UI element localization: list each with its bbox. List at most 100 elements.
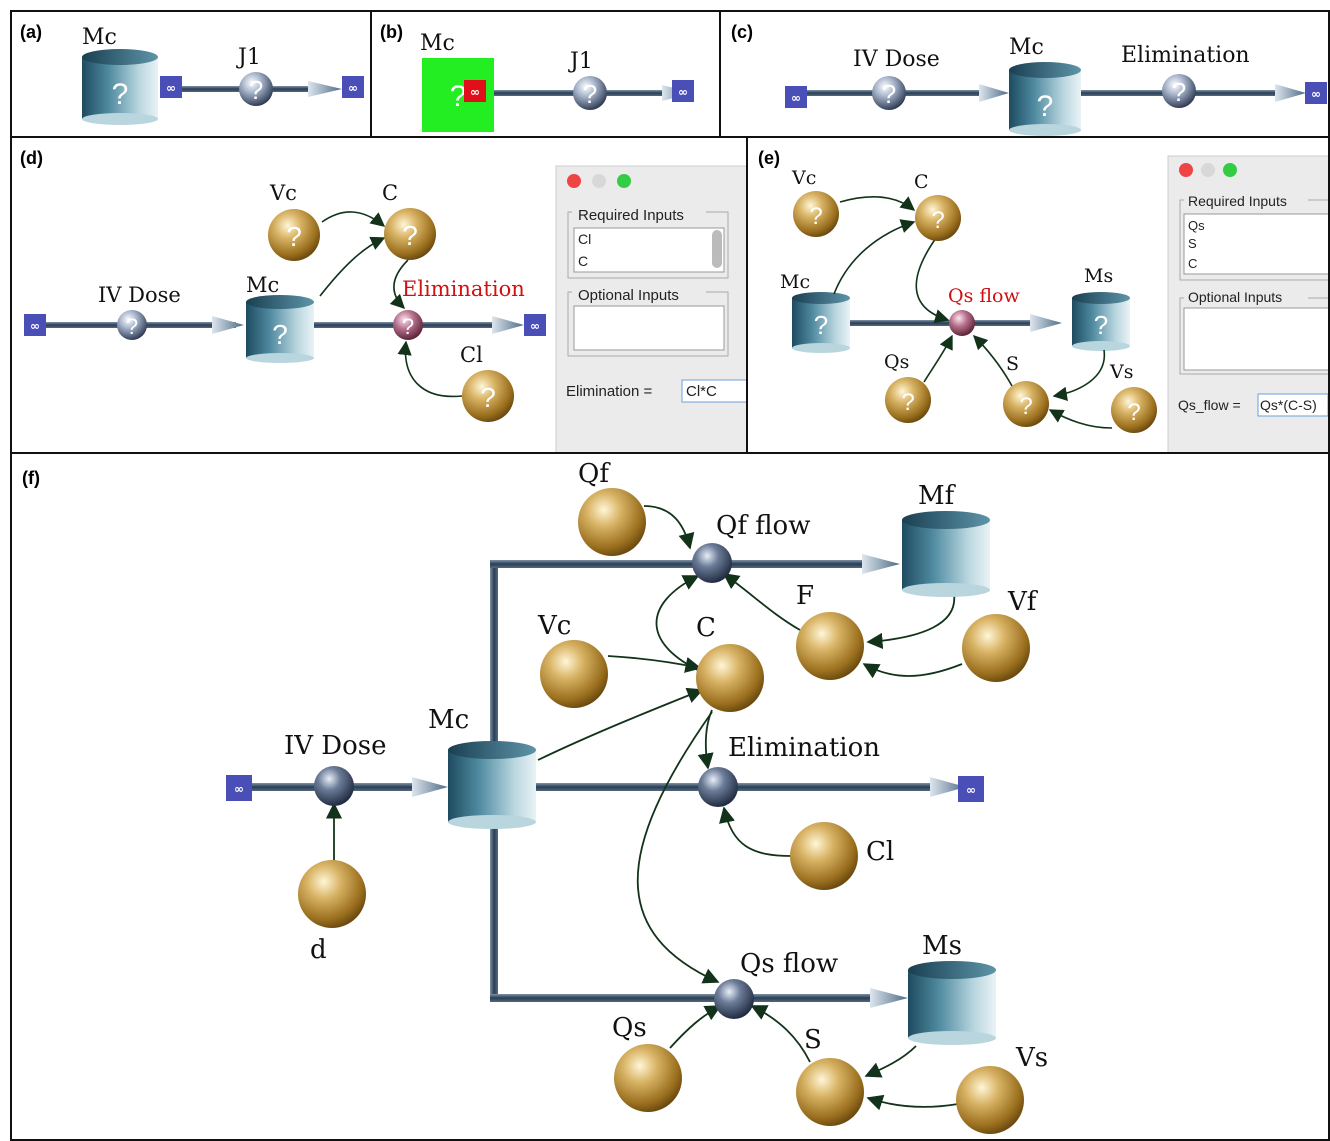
variable-sphere-icon[interactable] — [796, 612, 864, 680]
equation-value: Qs*(C-S) — [1260, 397, 1317, 413]
maximize-dot-icon[interactable] — [1223, 163, 1237, 177]
compartment-cylinder-icon[interactable]: ? — [246, 295, 314, 363]
variable-sphere-icon[interactable] — [915, 195, 961, 241]
close-dot-icon[interactable] — [1179, 163, 1193, 177]
infinity-symbol: ∞ — [234, 782, 244, 796]
flow-node-sphere-icon[interactable] — [239, 72, 273, 106]
variable-sphere-icon[interactable] — [298, 860, 366, 928]
c-label: C — [382, 181, 398, 205]
d-label: d — [310, 935, 327, 965]
link-arrow — [321, 211, 386, 227]
flow-arrowhead — [1275, 84, 1306, 102]
infinity-sink-icon[interactable] — [342, 76, 364, 98]
maximize-dot-icon[interactable] — [617, 174, 631, 188]
compartment-cylinder-icon[interactable]: ? — [792, 292, 850, 353]
ms-label: Ms — [1084, 265, 1113, 287]
infinity-sink-icon[interactable] — [672, 80, 694, 102]
flow-node-sphere-icon[interactable] — [393, 310, 423, 340]
c-label: C — [696, 613, 716, 643]
infinity-sink-icon[interactable] — [1305, 82, 1327, 104]
compartment-cylinder-icon[interactable]: ? — [82, 49, 158, 125]
compartment-cylinder-icon[interactable]: ? — [1072, 292, 1130, 351]
compartment-cylinder-icon[interactable] — [908, 961, 996, 1045]
link-arrow — [866, 593, 956, 649]
panel-e-diagram: (e) Mc ? Ms ? Vc ? C ? Qs flow — [758, 148, 1330, 452]
variable-sphere-icon[interactable] — [793, 191, 839, 237]
question-mark: ? — [814, 310, 828, 340]
flow-arrowhead — [1030, 314, 1062, 332]
scrollbar-thumb[interactable] — [712, 230, 722, 268]
equation-value: Cl*C — [686, 383, 717, 400]
link-arrow — [389, 259, 409, 310]
panel-e: (e) Mc ? Ms ? Vc ? C ? Qs flow — [746, 136, 1330, 454]
vc-label: Vc — [269, 181, 297, 205]
link-arrow — [669, 1005, 722, 1049]
flow-node-sphere-icon[interactable] — [314, 766, 354, 806]
minimize-dot-icon[interactable] — [1201, 163, 1215, 177]
optional-inputs-list[interactable] — [1183, 307, 1330, 371]
iv-dose-label: IV Dose — [853, 47, 940, 72]
s-label: S — [804, 1025, 822, 1055]
flow-node-sphere-icon[interactable] — [117, 310, 147, 340]
variable-sphere-icon[interactable] — [268, 209, 320, 261]
question-mark: ? — [583, 79, 597, 109]
flow-node-sphere-icon[interactable] — [692, 543, 732, 583]
variable-sphere-icon[interactable] — [962, 614, 1030, 682]
link-arrow — [864, 1045, 917, 1078]
flow-node-sphere-icon[interactable] — [872, 76, 906, 110]
question-mark: ? — [402, 314, 414, 339]
close-dot-icon[interactable] — [567, 174, 581, 188]
compartment-cylinder-icon[interactable] — [902, 511, 990, 597]
variable-sphere-icon[interactable] — [578, 488, 646, 556]
required-inputs-list[interactable] — [573, 227, 725, 273]
variable-sphere-icon[interactable] — [540, 640, 608, 708]
flow-node-sphere-icon[interactable] — [714, 979, 754, 1019]
required-inputs-list[interactable] — [1183, 213, 1330, 275]
variable-sphere-icon[interactable] — [614, 1044, 682, 1112]
infinity-sink-icon[interactable] — [24, 314, 46, 336]
optional-inputs-list[interactable] — [573, 305, 725, 351]
cl-label: Cl — [866, 837, 894, 867]
s-label: S — [1006, 353, 1019, 375]
infinity-sink-icon[interactable] — [524, 314, 546, 336]
c-label: C — [914, 171, 929, 193]
question-mark: ? — [901, 389, 914, 416]
variable-sphere-icon[interactable] — [1111, 387, 1157, 433]
selected-infinity-icon[interactable] — [464, 80, 486, 102]
question-mark: ? — [1172, 77, 1186, 107]
variable-sphere-icon[interactable] — [384, 208, 436, 260]
link-arrow — [862, 663, 963, 679]
variable-sphere-icon[interactable] — [1003, 381, 1049, 427]
infinity-symbol: ∞ — [348, 81, 358, 95]
infinity-sink-icon[interactable] — [226, 775, 252, 801]
required-item[interactable]: Qs — [1188, 218, 1205, 233]
required-item[interactable]: C — [1188, 256, 1197, 271]
equation-input[interactable] — [681, 379, 748, 403]
variable-sphere-icon[interactable] — [462, 370, 514, 422]
mc-label: Mc — [1009, 35, 1044, 60]
infinity-sink-icon[interactable] — [160, 76, 182, 98]
infinity-sink-icon[interactable] — [785, 86, 807, 108]
variable-sphere-icon[interactable] — [796, 1058, 864, 1126]
infinity-sink-icon[interactable] — [958, 776, 984, 802]
question-mark: ? — [450, 80, 467, 113]
f-label: F — [796, 581, 814, 611]
flow-node-sphere-icon[interactable] — [573, 76, 607, 110]
compartment-cylinder-icon[interactable] — [448, 741, 536, 829]
flow-node-sphere-icon[interactable] — [949, 310, 975, 336]
flow-node-sphere-icon[interactable] — [1162, 74, 1196, 108]
minimize-dot-icon[interactable] — [592, 174, 606, 188]
variable-sphere-icon[interactable] — [696, 644, 764, 712]
required-item[interactable]: Cl — [578, 231, 591, 247]
required-item[interactable]: S — [1188, 236, 1197, 251]
variable-sphere-icon[interactable] — [790, 822, 858, 890]
optional-inputs-title: Optional Inputs — [1188, 289, 1282, 305]
required-item[interactable]: C — [578, 253, 588, 269]
equation-input[interactable] — [1257, 393, 1328, 417]
flow-node-sphere-icon[interactable] — [698, 767, 738, 807]
mc-label: Mc — [780, 271, 810, 293]
variable-sphere-icon[interactable] — [956, 1066, 1024, 1134]
variable-sphere-icon[interactable] — [885, 377, 931, 423]
cl-label: Cl — [460, 343, 483, 367]
compartment-cylinder-icon[interactable]: ? — [1009, 62, 1081, 136]
